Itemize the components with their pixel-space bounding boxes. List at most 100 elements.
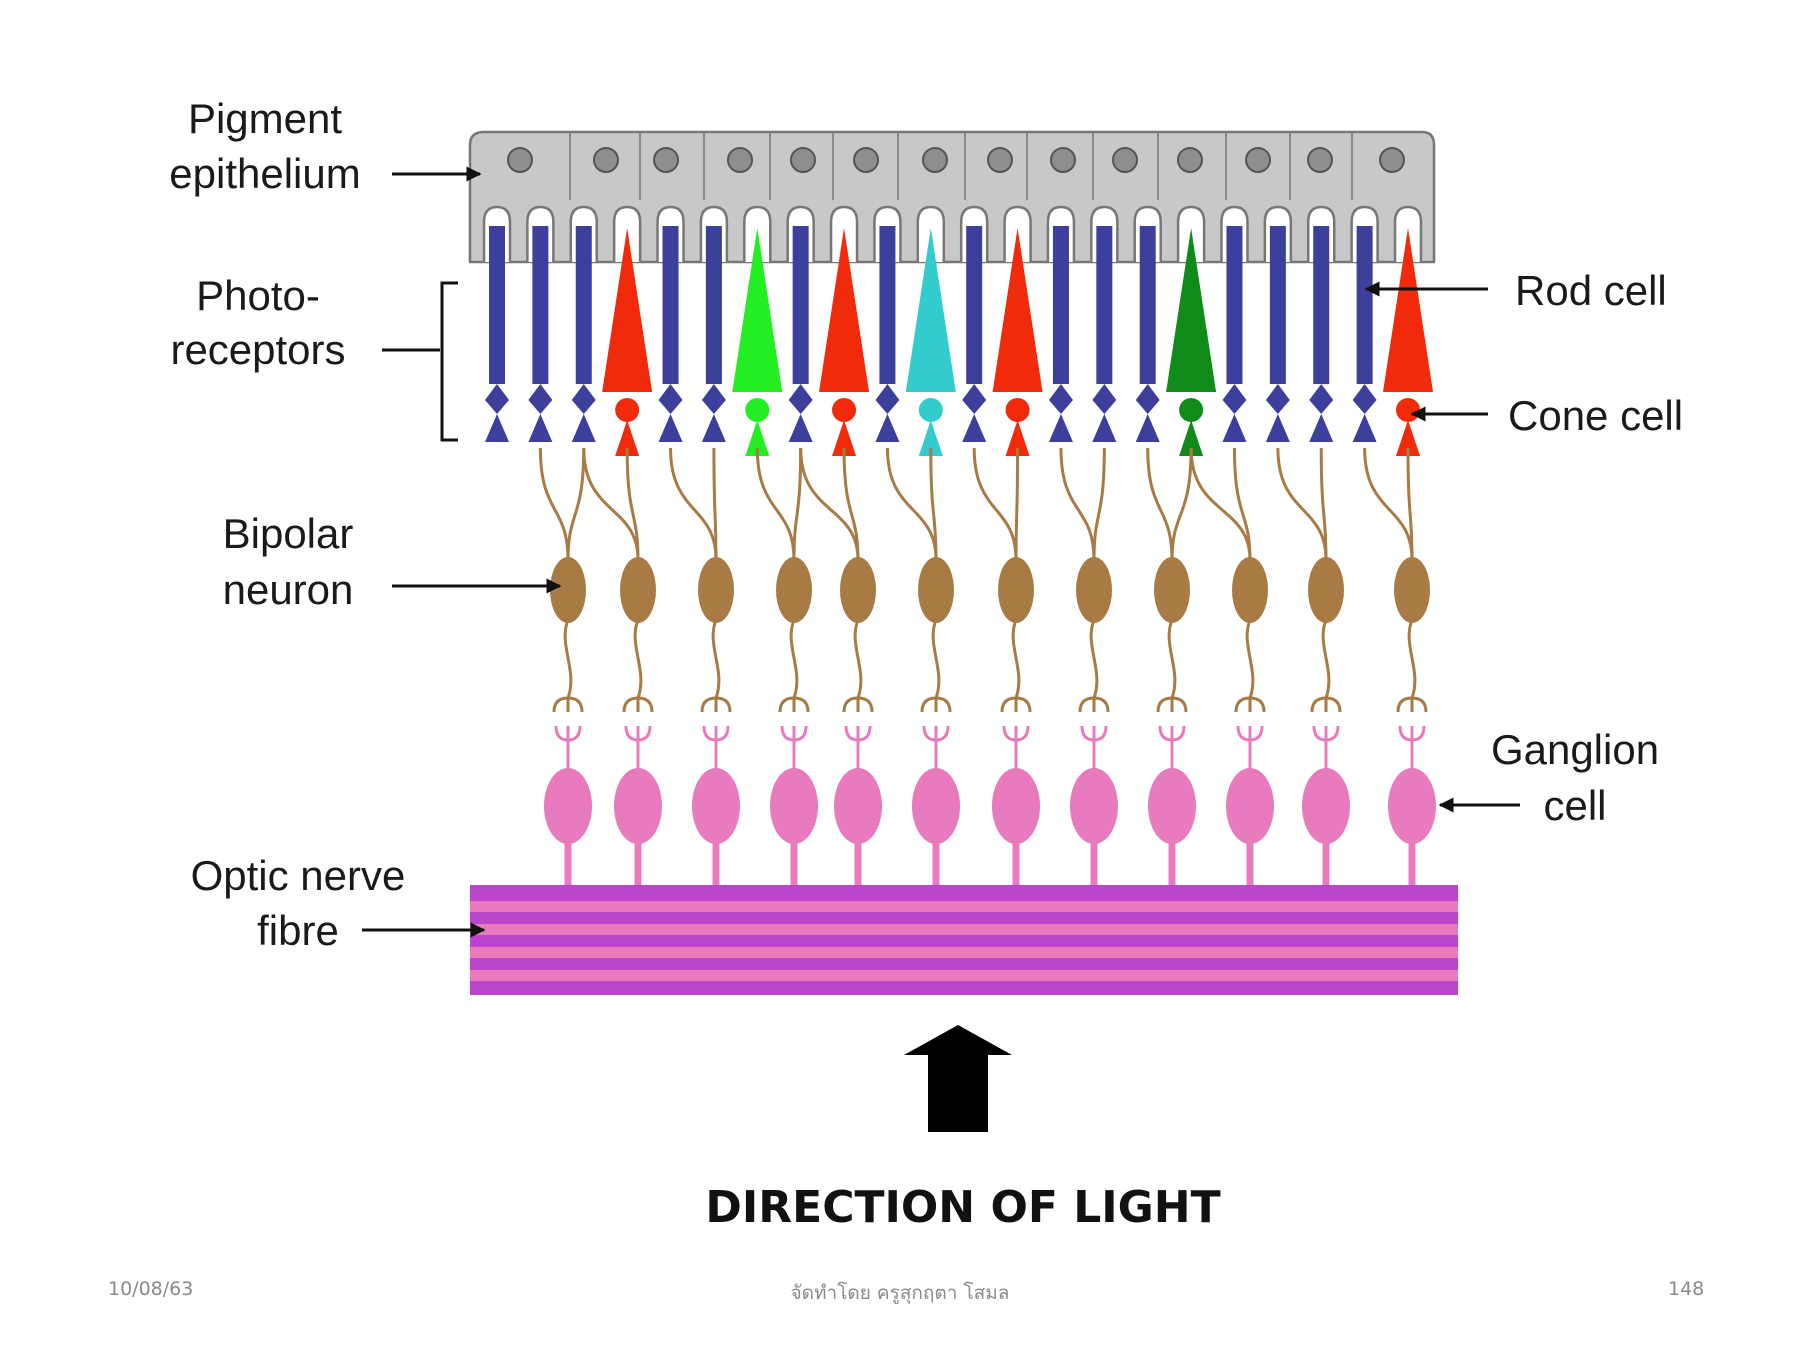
rod-synaptic-terminal [658, 414, 683, 442]
label-cone-cell: Cone cell [1508, 392, 1683, 439]
photoreceptor-layer [482, 205, 1433, 456]
label-pigment-line2: epithelium [169, 150, 360, 197]
bipolar-dendrite [1059, 447, 1096, 561]
rod-outer-segment [1052, 226, 1069, 384]
cone-synaptic-terminal [1396, 420, 1420, 456]
bipolar-dendrite [669, 447, 718, 561]
cone-outer-segment [732, 228, 783, 392]
rod-synaptic-terminal [528, 414, 553, 442]
pigment-nucleus [1245, 147, 1271, 173]
rod-inner-segment [1352, 384, 1377, 414]
bipolar-axon [1321, 619, 1331, 699]
cone-nucleus [1179, 398, 1204, 422]
rod-inner-segment [571, 384, 596, 414]
rod-synaptic-terminal [1092, 414, 1117, 442]
label-optic-line1: Optic nerve [191, 852, 406, 899]
ganglion-cell-body [1388, 768, 1436, 844]
photoreceptor-bracket [440, 281, 458, 442]
bipolar-cell-body [1076, 557, 1112, 623]
bipolar-dendrite [1146, 447, 1174, 561]
rod-inner-segment [1265, 384, 1290, 414]
bipolar-dendrite [1276, 447, 1328, 561]
cone-nucleus [1396, 398, 1420, 422]
rod-inner-segment [528, 384, 553, 414]
label-bipolar-line1: Bipolar [223, 510, 354, 557]
rod-inner-segment [788, 384, 813, 414]
pigment-nucleus [1379, 147, 1405, 173]
bipolar-dendrite [792, 447, 803, 561]
bipolar-dendrite [885, 447, 938, 561]
rod-inner-segment [658, 384, 683, 414]
cone-nucleus [615, 398, 640, 422]
rod-inner-segment [1135, 384, 1160, 414]
cone-synaptic-terminal [1179, 420, 1204, 456]
pigment-nucleus [987, 147, 1013, 173]
rod-outer-segment [792, 226, 809, 384]
bipolar-cell-body [998, 557, 1034, 623]
rod-inner-segment [1048, 384, 1073, 414]
pigment-nucleus [1050, 147, 1076, 173]
cone-outer-segment [992, 228, 1043, 392]
pigment-nucleus [653, 147, 679, 173]
pigment-nuclei [507, 147, 1405, 173]
rod-outer-segment [1139, 226, 1156, 384]
bipolar-cell-body [1154, 557, 1190, 623]
pigment-nucleus [1177, 147, 1203, 173]
direction-of-light-label: DIRECTION OF LIGHT [705, 1182, 1220, 1233]
bipolar-dendrite [1014, 447, 1020, 561]
bipolar-dendrite [1363, 447, 1414, 561]
cone-synaptic-terminal [615, 420, 640, 456]
bipolar-cell-body [620, 557, 656, 623]
bipolar-axon [1089, 619, 1099, 699]
rod-synaptic-terminal [1352, 414, 1377, 442]
bipolar-dendrite [1092, 447, 1106, 561]
label-optic-line2: fibre [257, 907, 339, 954]
rod-inner-segment [962, 384, 987, 414]
rod-outer-segment [532, 226, 549, 384]
pigment-nucleus [1307, 147, 1333, 173]
bipolar-axon [563, 619, 573, 699]
rod-outer-segment [1226, 226, 1243, 384]
ganglion-cell-body [692, 768, 740, 844]
rod-synaptic-terminal [788, 414, 813, 442]
label-photo-line2: receptors [170, 326, 345, 373]
rod-outer-segment [1269, 226, 1286, 384]
label-rod-cell: Rod cell [1515, 267, 1667, 314]
ganglion-cell-body [992, 768, 1040, 844]
cone-nucleus [832, 398, 857, 422]
label-ganglion-line2: cell [1543, 782, 1606, 829]
cone-nucleus [1005, 398, 1030, 422]
bipolar-axon [633, 619, 643, 699]
bipolar-axon [931, 619, 941, 699]
footer-author: จัดทำโดย ครูสุกฤตา โสมล [790, 1282, 1010, 1304]
bipolar-cell-body [698, 557, 734, 623]
pigment-nucleus [1112, 147, 1138, 173]
bipolar-axon [1011, 619, 1021, 699]
bipolar-dendrite [566, 447, 586, 561]
rod-inner-segment [875, 384, 900, 414]
bipolar-axon [789, 619, 799, 699]
bipolar-neuron-layer [538, 447, 1430, 713]
label-bipolar-line2: neuron [223, 566, 354, 613]
footer-page-number: 148 [1668, 1278, 1705, 1300]
rod-synaptic-terminal [875, 414, 900, 442]
bipolar-dendrite [755, 447, 796, 561]
label-pigment-line1: Pigment [188, 95, 342, 142]
bipolar-axon [1407, 619, 1417, 699]
ganglion-cell-body [614, 768, 662, 844]
rod-outer-segment [489, 226, 505, 384]
rod-inner-segment [1092, 384, 1117, 414]
label-photo-line1: Photo- [196, 272, 320, 319]
rod-outer-segment [662, 226, 679, 384]
bipolar-axon [1167, 619, 1177, 699]
bipolar-axon [711, 619, 721, 699]
rod-synaptic-terminal [701, 414, 726, 442]
ganglion-cell-body [912, 768, 960, 844]
rod-synaptic-terminal [1222, 414, 1247, 442]
rod-outer-segment [1313, 226, 1330, 384]
bipolar-cell-body [1394, 557, 1430, 623]
rod-outer-segment [966, 226, 983, 384]
cone-synaptic-terminal [918, 420, 943, 456]
cone-nucleus [745, 398, 770, 422]
